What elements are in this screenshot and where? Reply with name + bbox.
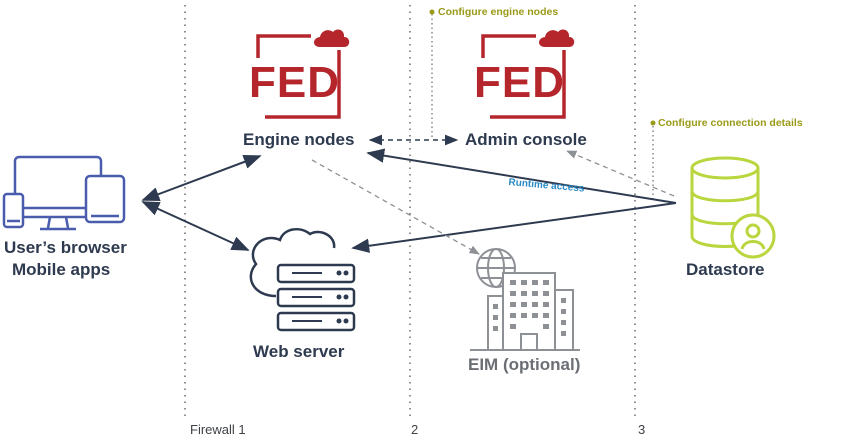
firewall-3-label: 3 — [638, 422, 646, 437]
admin-fed-logo: FED — [474, 58, 565, 107]
datastore-engine-arrow — [366, 148, 677, 204]
devices-icon — [2, 155, 126, 231]
connection-config-annotation: Configure connection details — [658, 117, 803, 129]
engine-config-dot — [429, 9, 435, 15]
web-server-label: Web server — [253, 342, 345, 361]
datastore-web-arrow — [351, 202, 677, 253]
admin-fed-logo-frame — [481, 34, 566, 119]
eim-label: EIM (optional) — [468, 355, 581, 374]
datastore-admin-arrow — [566, 150, 675, 197]
users-label-line2: Mobile apps — [12, 260, 111, 279]
web-server-icon — [249, 227, 356, 332]
datastore-icon — [690, 156, 776, 259]
engine-fed-logo-frame — [256, 34, 341, 119]
connection-config-dot — [650, 120, 656, 126]
eim-building-icon — [470, 248, 580, 351]
engine-nodes-label: Engine nodes — [243, 130, 355, 149]
firewall-2-label: 2 — [411, 422, 419, 437]
users-engine-arrow — [141, 154, 262, 202]
datastore-label: Datastore — [686, 260, 765, 279]
admin-console-label: Admin console — [465, 130, 587, 149]
engine-fed-logo: FED — [249, 58, 340, 107]
engine-config-annotation: Configure engine nodes — [438, 6, 559, 18]
users-label-line1: User’s browser — [4, 238, 127, 257]
engine-eim-arrow — [311, 159, 480, 255]
users-web-arrow — [141, 201, 250, 251]
firewall-1-label: Firewall 1 — [190, 422, 246, 437]
eim-windows — [493, 280, 566, 336]
engine-cloud-icon — [314, 29, 350, 47]
admin-cloud-icon — [539, 29, 575, 47]
